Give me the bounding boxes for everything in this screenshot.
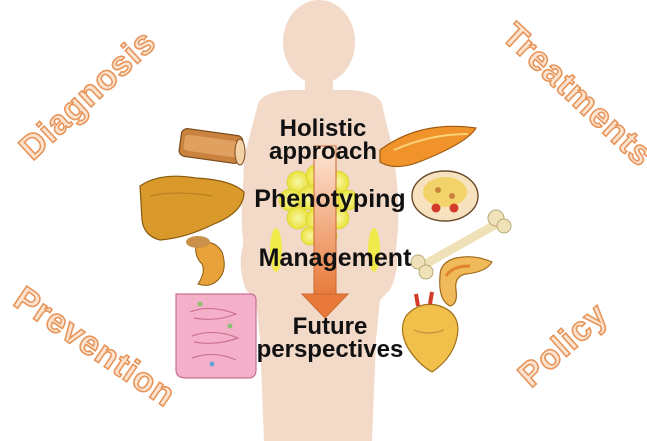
future-line2: perspectives (240, 339, 420, 362)
management-label: Management (250, 247, 420, 271)
holistic-approach-label: Holistic approach (248, 118, 398, 164)
abdominal-cross-section-icon (412, 171, 478, 221)
artery-icon (178, 128, 245, 165)
liver-icon (140, 176, 244, 240)
future-perspectives-label: Future perspectives (240, 316, 420, 362)
pancreas-icon (440, 257, 492, 306)
holistic-line2: approach (248, 141, 398, 164)
phenotyping-label: Phenotyping (240, 188, 420, 212)
kidney-icon (186, 236, 224, 285)
